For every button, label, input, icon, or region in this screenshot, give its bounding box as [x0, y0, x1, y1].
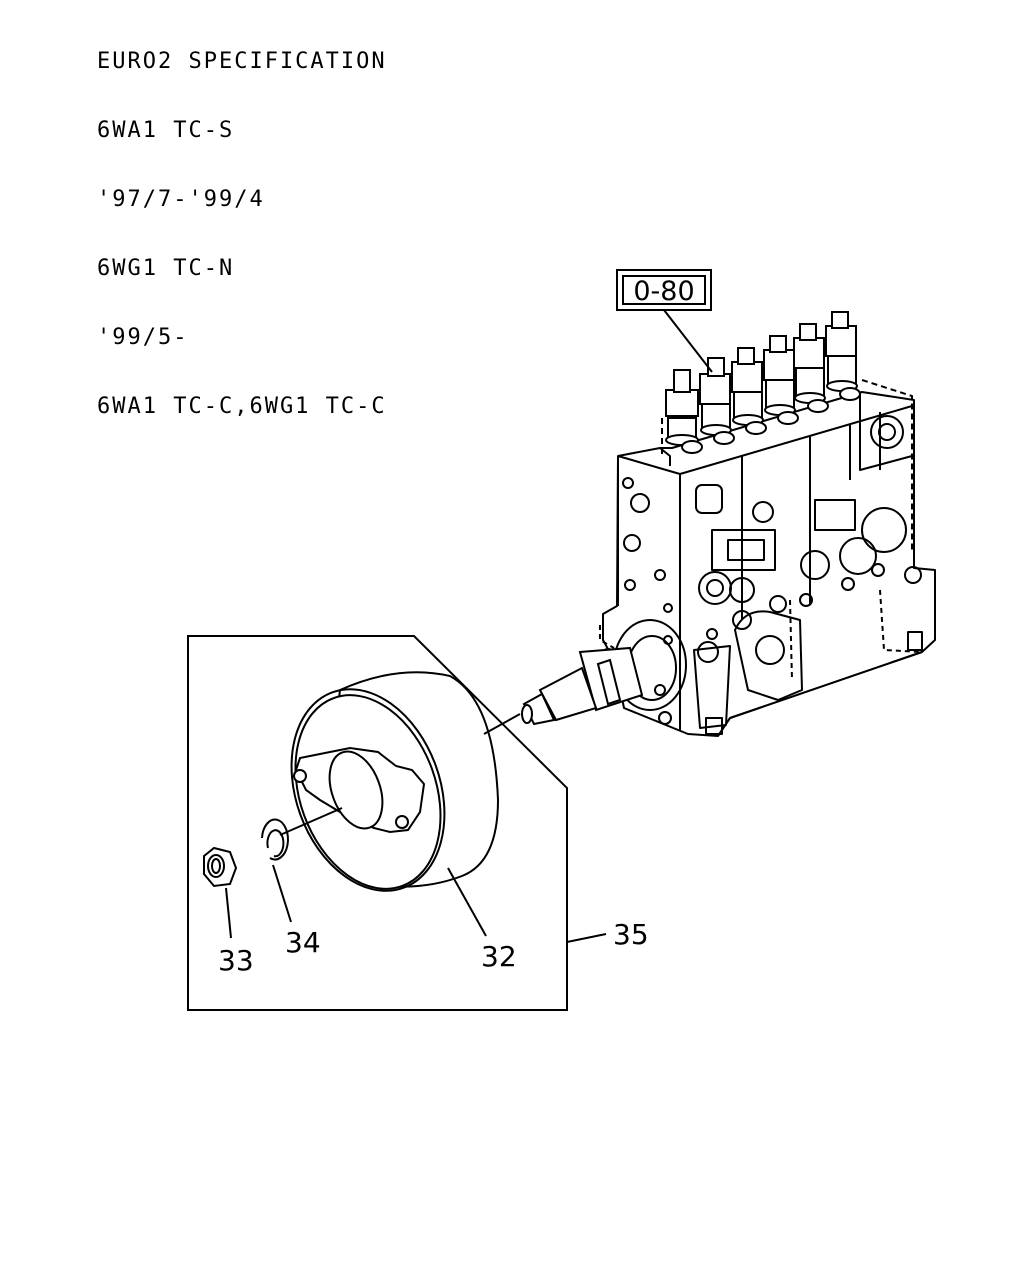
header-line-6: 6WA1 TC-C,6WG1 TC-C	[97, 394, 387, 419]
valve-holder-2	[699, 357, 735, 445]
header-line-5: '99/5-	[97, 325, 189, 350]
specification-header: EURO2 SPECIFICATION 6WA1 TC-S '97/7-'99/…	[97, 4, 387, 441]
assembly-frame-35	[187, 635, 568, 1011]
leader-lines	[225, 713, 607, 943]
header-line-2: 6WA1 TC-S	[97, 118, 235, 143]
valve-holder-5	[793, 323, 829, 413]
valve-holder-1	[665, 369, 703, 454]
valve-holder-4	[763, 335, 799, 425]
callout-34: 34	[285, 926, 321, 959]
valve-holder-3	[731, 347, 767, 435]
header-line-1: EURO2 SPECIFICATION	[97, 49, 387, 74]
camshaft-end	[521, 646, 644, 726]
callout-32: 32	[481, 940, 517, 973]
reference-box: 0-80	[616, 269, 713, 373]
reference-box-label: 0-80	[633, 276, 694, 307]
callout-35: 35	[613, 918, 649, 951]
valve-holder-6	[825, 311, 861, 401]
delivery-valve-holders	[665, 311, 861, 454]
callout-33: 33	[218, 944, 254, 977]
drive-hub-32	[290, 671, 500, 892]
nut-33	[203, 846, 238, 888]
circlip-34	[261, 818, 289, 861]
header-line-3: '97/7-'99/4	[97, 187, 265, 212]
injection-pump	[599, 379, 936, 737]
header-line-4: 6WG1 TC-N	[97, 256, 235, 281]
